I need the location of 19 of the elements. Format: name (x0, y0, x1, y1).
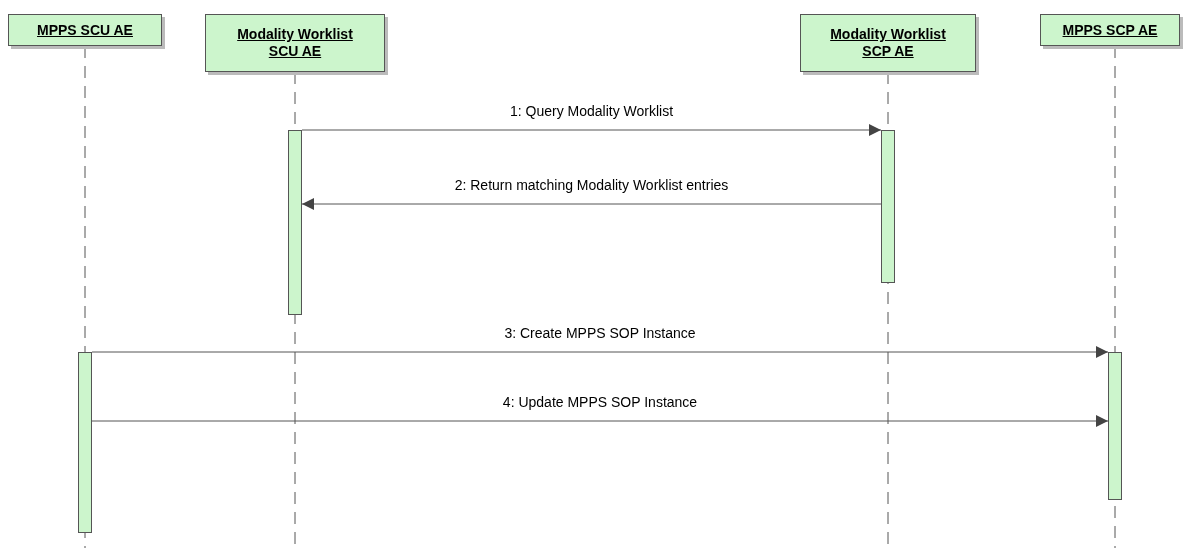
activation-bar (1108, 352, 1122, 500)
participant-name: Modality Worklist SCP AE (829, 26, 947, 60)
lifeline-header (800, 14, 976, 72)
message-label: 2: Return matching Modality Worklist entries (452, 177, 731, 193)
lifeline-header (205, 14, 385, 72)
activation-bar (881, 130, 895, 283)
lifeline-header (1040, 14, 1180, 46)
activation-bar (78, 352, 92, 533)
message-label: 4: Update MPPS SOP Instance (500, 394, 700, 410)
message-arrow (91, 346, 1109, 358)
message-arrow (301, 124, 882, 136)
message-arrow (301, 198, 882, 210)
activation-bar (288, 130, 302, 315)
message-arrow (91, 415, 1109, 427)
participant-name: Modality Worklist SCU AE (236, 26, 354, 60)
participant-name: MPPS SCP AE (1062, 21, 1158, 39)
message-label: 3: Create MPPS SOP Instance (502, 325, 698, 341)
lifeline-header (8, 14, 162, 46)
participant-name: MPPS SCU AE (37, 21, 133, 39)
